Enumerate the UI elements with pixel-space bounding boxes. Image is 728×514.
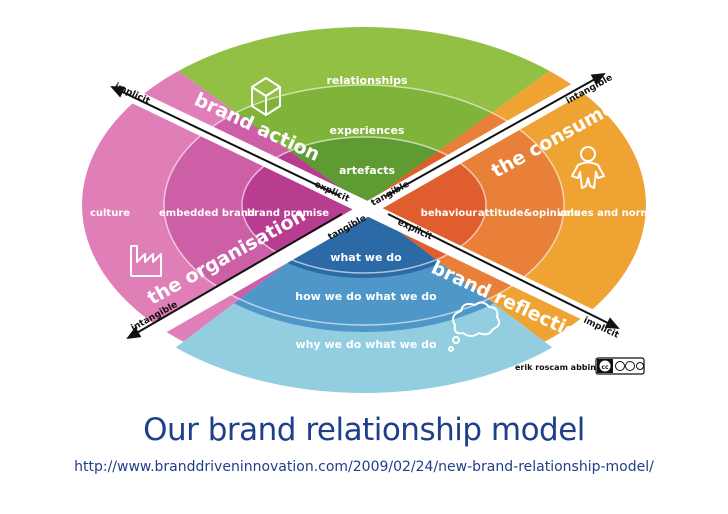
artefacts-label: artefacts <box>339 164 396 177</box>
attitude-opinions-label: attitude&opinions <box>478 208 580 219</box>
implicit-explicit-arrow <box>110 86 341 197</box>
person-icon <box>571 146 605 189</box>
tangible-intangible-arrow-2 <box>126 213 343 340</box>
thought-bubble-icon <box>448 301 501 352</box>
culture-label: culture <box>90 208 130 219</box>
implicit-explicit-arrow-2 <box>387 213 620 329</box>
experiences-label: experiences <box>330 124 405 137</box>
embedded-brand-label: embedded brand <box>159 208 255 219</box>
how-we-do-label: how we do what we do <box>295 290 437 303</box>
cube-icon <box>251 77 281 116</box>
brand-promise-label: brand promise <box>247 208 329 219</box>
why-we-do-label: why we do what we do <box>295 338 437 351</box>
tangible-intangible-arrow <box>385 73 606 197</box>
what-we-do-label: what we do <box>330 251 402 264</box>
values-and-norms-label: values and norms <box>557 208 657 219</box>
values-and-norms-ring <box>364 27 646 383</box>
creative-commons-badge: cc <box>595 357 645 375</box>
page-title: Our brand relationship model <box>143 412 585 448</box>
source-url-link[interactable]: http://www.branddriveninnovation.com/200… <box>74 459 654 475</box>
svg-text:cc: cc <box>601 364 609 371</box>
relationships-label: relationships <box>326 74 408 87</box>
attitude-opinions-ring <box>364 85 564 325</box>
behaviour-label: behaviour <box>421 208 478 219</box>
factory-icon <box>130 245 162 277</box>
credit-text: erik roscam abbing 2009 <box>515 363 627 372</box>
